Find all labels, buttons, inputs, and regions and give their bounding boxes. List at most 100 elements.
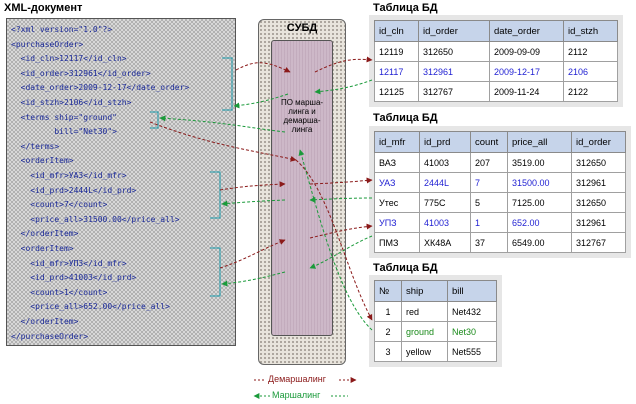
table1: id_cln id_order date_order id_stzh 12119… [369,15,623,107]
xml-line: <terms ship="ground" [11,112,117,122]
table-row: 1 red Net432 [374,301,497,322]
marshalling-software-label: ПО марша- линга и демарша- линга [280,98,324,134]
table-cell: 41003 [419,152,471,173]
dbms-title: СУБД [286,22,318,34]
table-cell: 312961 [571,212,626,233]
table1-header: id_cln [374,20,419,42]
table-cell: 2009-11-24 [489,81,564,102]
table-cell: 207 [470,152,508,173]
xml-line: </terms> [11,141,60,151]
table-row: УАЗ 2444L 7 31500.00 312961 [374,172,626,193]
table-cell: 3519.00 [507,152,572,173]
demarshal-arrow [295,159,373,321]
table-cell: 312961 [571,172,626,193]
table3-header: ship [401,280,448,302]
table-cell: 37 [470,232,508,253]
demarshal-lines [149,56,373,321]
bracket-order-item-1 [210,171,221,219]
legend-demarshal: Демаршалинг [268,374,327,384]
table-cell: yellow [401,341,448,362]
table3-title: Таблица БД [373,262,438,274]
table-cell: 7 [470,172,508,193]
table1-header: date_order [489,20,564,42]
xml-line: </orderItem> [11,317,79,326]
xml-document-panel: <?xml version="1.0"?><purchaseOrder> <id… [6,18,236,346]
marshal-arrow [159,115,286,133]
marshal-arrow [309,235,373,269]
legend-lines [253,377,357,399]
table-cell: 2106 [563,61,618,82]
table-cell: 6549.00 [507,232,572,253]
table2-header: id_mfr [374,131,420,153]
xml-line: <id_order>312961</id_order> [11,68,151,78]
table-row: 12119 312650 2009-09-09 2112 [374,41,618,62]
table2-title: Таблица БД [373,112,438,124]
demarshal-arrow [219,239,286,269]
xml-line: <count>1</count> [11,287,108,297]
xml-brackets [150,57,233,297]
table-row: Утес 775С 5 7125.00 312650 [374,192,626,213]
table2-header: id_prd [419,131,471,153]
xml-line: <price_all>652.00</price_all> [11,302,170,312]
marshal-arrow [298,149,373,331]
marshal-arrow [221,199,286,207]
table-cell: ВАЗ [374,152,420,173]
table-cell: 2009-12-17 [489,61,564,82]
xml-line: <orderItem> [11,156,74,166]
marshal-arrow [233,93,289,109]
demarshal-arrow [314,56,373,73]
table2: id_mfr id_prd count price_all id_order В… [369,126,631,258]
table-row: ВАЗ 41003 207 3519.00 312650 [374,152,626,173]
xml-line: <id_prd>2444L</id_prd> [11,185,137,195]
xml-line: </purchaseOrder> [11,331,89,341]
table-cell: 12119 [374,41,419,62]
bracket-terms [150,111,159,129]
demarshal-arrow [309,223,373,239]
table-cell: 1 [374,301,402,322]
table-cell: Net555 [447,341,497,362]
table-cell: 12125 [374,81,419,102]
demarshal-arrow [149,121,297,162]
table3-header: № [374,280,402,302]
table-cell: ground [401,321,448,342]
xml-document-title: XML-документ [4,2,83,14]
marshal-arrow [309,196,373,203]
xml-line: <id_stzh>2106</id_stzh> [11,98,132,107]
xml-line: <id_mfr>УПЗ</id_mfr> [11,258,127,268]
table-cell: 41003 [419,212,471,233]
table-cell: Net30 [447,321,497,342]
table1-header: id_stzh [563,20,618,42]
table3-header: bill [447,280,497,302]
table-row: 12125 312767 2009-11-24 2122 [374,81,618,102]
demarshal-arrow [219,181,286,191]
marshal-lines [159,79,373,331]
marshalling-software-box [271,40,333,336]
table-cell: 312767 [571,232,626,253]
xml-line: <date_order>2009-12-17</date_order> [11,83,190,93]
table-cell: ПМЗ [374,232,420,253]
table-row: 3 yellow Net555 [374,341,497,362]
marshal-arrow [221,271,286,287]
legend-marshal: Маршалинг [272,390,321,400]
xml-line: <count>7</count> [11,200,108,210]
table-cell: 1 [470,212,508,233]
marshal-arrow [314,79,373,95]
table-cell: 3 [374,341,402,362]
bracket-order-item-2 [210,247,221,297]
table-cell: 2122 [563,81,618,102]
xml-line: <id_mfr>УАЗ</id_mfr> [11,171,127,180]
bracket-order-header [222,57,233,111]
table-cell: 312767 [418,81,490,102]
xml-line: <price_all>31500.00</price_all> [11,214,180,224]
table-cell: 775С [419,192,471,213]
xml-line: <orderItem> [11,244,74,253]
demarshal-arrow [309,177,373,185]
table3: № ship bill 1 red Net432 2 ground Net30 … [369,275,502,367]
table-cell: 12117 [374,61,419,82]
xml-line: <purchaseOrder> [11,39,84,49]
table-row: 2 ground Net30 [374,321,497,342]
xml-line: </orderItem> [11,229,79,239]
table-cell: 312650 [571,152,626,173]
xml-line: <id_cln>12117</id_cln> [11,54,127,64]
